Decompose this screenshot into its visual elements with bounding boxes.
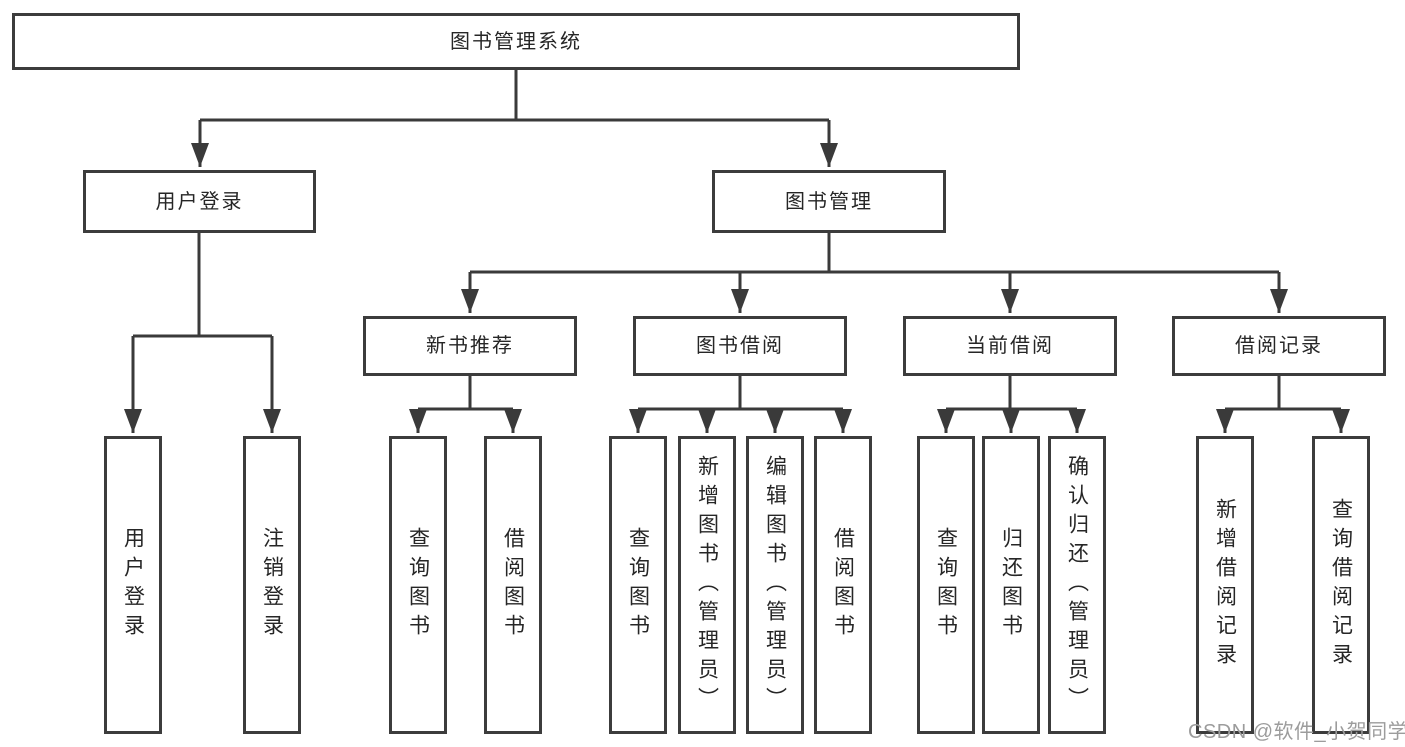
node-root-system: 图书管理系统 [12,13,1020,70]
leaf-node-add-books-admin: 新增图书（管理员） [678,436,736,734]
leaf-node-edit-books-admin: 编辑图书（管理员） [746,436,804,734]
leaf-node-confirm-return-admin: 确认归还（管理员） [1048,436,1106,734]
node-borrowing-records: 借阅记录 [1172,316,1386,376]
node-user-login: 用户登录 [83,170,316,233]
node-current-borrowing: 当前借阅 [903,316,1117,376]
leaf-node-query-books-recommend: 查询图书 [389,436,447,734]
leaf-node-user-login: 用户登录 [104,436,162,734]
leaf-node-add-borrow-record: 新增借阅记录 [1196,436,1254,734]
leaf-node-borrow-books-recommend: 借阅图书 [484,436,542,734]
leaf-node-return-books: 归还图书 [982,436,1040,734]
leaf-node-query-borrow-record: 查询借阅记录 [1312,436,1370,734]
node-new-book-recommend: 新书推荐 [363,316,577,376]
leaf-node-query-books-current: 查询图书 [917,436,975,734]
csdn-watermark: CSDN @软件_小贺同学 [1188,721,1405,743]
node-book-management: 图书管理 [712,170,946,233]
leaf-node-query-books-borrowing: 查询图书 [609,436,667,734]
leaf-node-borrow-books-borrowing: 借阅图书 [814,436,872,734]
leaf-node-logout: 注销登录 [243,436,301,734]
node-book-borrowing: 图书借阅 [633,316,847,376]
